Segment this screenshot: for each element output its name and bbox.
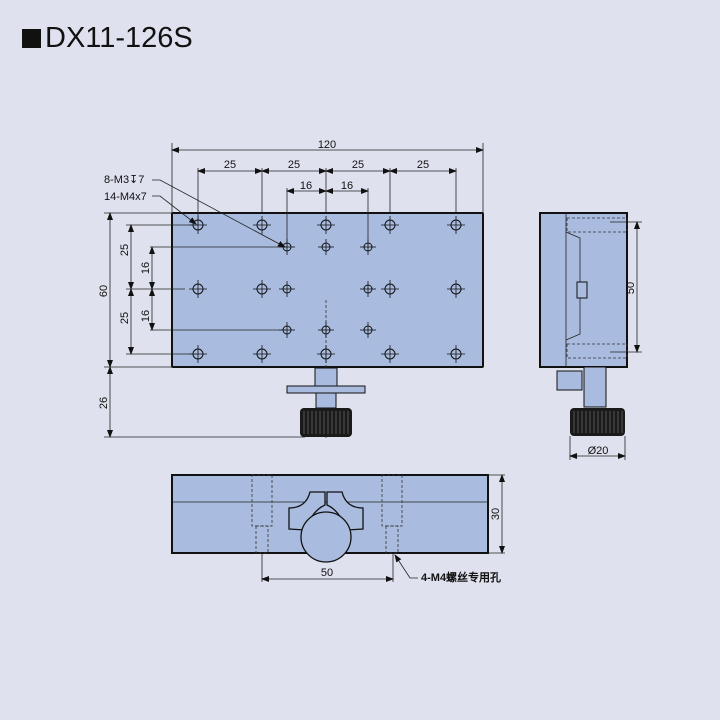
title-text: DX11-126S <box>45 22 193 54</box>
dim-left-pitch: 25 <box>119 312 131 324</box>
mounting-holes <box>189 216 465 363</box>
dim-knob-diameter: Ø20 <box>588 445 609 457</box>
front-knob <box>300 511 352 563</box>
top-view: 120 25 25 25 25 16 16 60 25 25 16 16 26 … <box>98 139 484 440</box>
dim-pitch: 25 <box>417 159 429 171</box>
dim-side-pitch: 50 <box>625 282 637 294</box>
dim-inner-pitch: 16 <box>341 180 353 192</box>
drawing-title: DX11-126S <box>22 22 193 55</box>
dim-front-height: 30 <box>490 508 502 520</box>
dim-pitch: 25 <box>352 159 364 171</box>
top-plate <box>171 212 484 368</box>
dim-left-inner: 16 <box>140 310 152 322</box>
side-view: 50 Ø20 <box>539 212 642 460</box>
callout-m4: 14-M4x7 <box>104 191 147 203</box>
dim-left-pitch: 25 <box>119 244 131 256</box>
side-knob <box>570 408 625 436</box>
callout-m3: 8-M3↧7 <box>104 174 144 186</box>
micrometer-knob[interactable] <box>286 367 366 437</box>
front-view: 30 50 4-M4螺丝专用孔 <box>171 474 505 584</box>
dim-height: 60 <box>98 285 110 297</box>
dim-pitch: 25 <box>288 159 300 171</box>
dim-inner-pitch: 16 <box>300 180 312 192</box>
dim-front-pitch: 50 <box>321 567 333 579</box>
dim-left-inner: 16 <box>140 262 152 274</box>
title-square-icon <box>22 29 41 48</box>
dim-pitch: 25 <box>224 159 236 171</box>
callout-m4-holes: 4-M4螺丝专用孔 <box>421 570 501 584</box>
dim-overall-width: 120 <box>318 139 336 151</box>
dim-knob-offset: 26 <box>98 397 110 409</box>
